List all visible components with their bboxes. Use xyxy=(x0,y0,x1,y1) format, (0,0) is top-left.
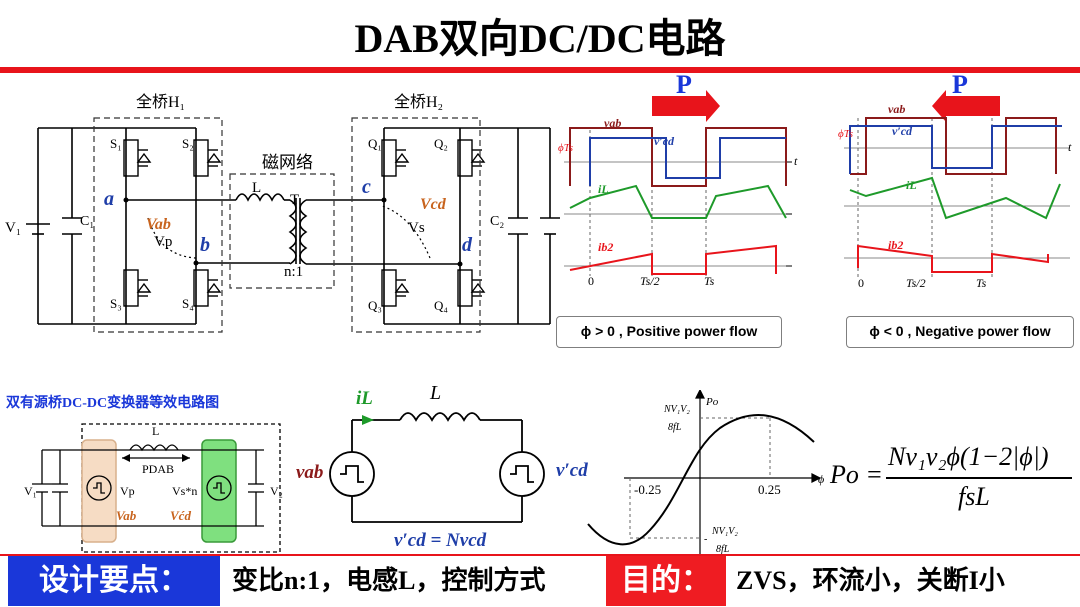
power-tick-neg: -0.25 xyxy=(634,482,662,497)
positive-flow-caption: ϕ > 0 , Positive power flow xyxy=(556,316,782,348)
eq-vsn-label: Vs*n xyxy=(172,484,198,498)
node-a-label: a xyxy=(104,188,114,210)
power-tick-pos: 0.25 xyxy=(758,482,781,497)
eq-v2-label: V₂ xyxy=(270,484,283,498)
negative-tick-zero: 0 xyxy=(858,276,864,290)
negative-vab-label: vab xyxy=(888,102,906,116)
design-points-text: 变比n:1，电感L，控制方式 xyxy=(232,566,546,595)
equivalent-circuit-diagram xyxy=(32,423,281,553)
negative-power-label: P xyxy=(952,70,968,99)
v1-label: V₁ xyxy=(5,220,22,236)
s1-label: S₁ xyxy=(110,136,122,151)
negative-t-axis-label: t xyxy=(1068,140,1072,154)
q4-label: Q₄ xyxy=(434,298,448,313)
positive-t-axis-label: t xyxy=(794,154,798,168)
s4-label: S₄ xyxy=(182,296,194,311)
power-max-numerator: NV₁V₂ xyxy=(664,404,690,415)
negative-vcd-label: v′cd xyxy=(892,124,913,138)
positive-power-label: P xyxy=(676,70,692,99)
power-axis-label: Po xyxy=(706,396,719,408)
magnetic-network-label: 磁网络 xyxy=(262,153,313,172)
node-c-label: c xyxy=(362,176,371,198)
vs-label: Vs xyxy=(408,220,425,236)
phi-axis-label: ϕ xyxy=(818,472,825,486)
vp-label: Vp xyxy=(154,234,173,250)
c1-label: C₁ xyxy=(80,214,95,229)
c2-label: C₂ xyxy=(490,214,505,229)
equation-numerator: Nv₁v₂ϕ(1−2|ϕ|) xyxy=(888,442,1049,471)
s2-label: S₂ xyxy=(182,136,194,151)
positive-phits-label: ϕTs xyxy=(558,142,574,154)
simplified-relation: v′cd = Nvcd xyxy=(394,530,487,551)
simplified-vab-label: vab xyxy=(296,462,324,483)
equation-denominator: fsL xyxy=(958,482,990,511)
equation-lhs: Po = xyxy=(830,460,883,489)
power-min-denominator: 8fL xyxy=(716,544,730,555)
footer-divider xyxy=(0,554,1080,556)
negative-phits-label: ϕTs xyxy=(838,128,854,140)
power-min-numerator: NV₁V₂ xyxy=(712,526,738,537)
q3-label: Q₃ xyxy=(368,298,382,313)
page-title: DAB双向DC/DC电路 xyxy=(354,16,726,61)
goal-text: ZVS，环流小，关断I小 xyxy=(736,566,1005,595)
dab-circuit-diagram xyxy=(26,117,560,333)
negative-flow-caption: ϕ < 0 , Negative power flow xyxy=(846,316,1074,348)
eq-inductor-label: L xyxy=(152,424,160,438)
turns-ratio-label: n:1 xyxy=(284,264,304,280)
eq-vp-label: Vp xyxy=(120,484,135,498)
q1-label: Q₁ xyxy=(368,136,382,151)
positive-il-label: iL xyxy=(598,182,609,196)
goal-badge: 目的： xyxy=(606,556,726,606)
simplified-vcd-label: v′cd xyxy=(556,460,588,481)
equation-fraction-bar xyxy=(886,477,1072,479)
transformer-label: T xyxy=(290,192,300,208)
positive-tick-half: Ts/2 xyxy=(640,274,660,288)
eq-vcd-label: Vćd xyxy=(170,508,191,523)
bridge1-label: 全桥H₁ xyxy=(136,94,186,111)
negative-tick-half: Ts/2 xyxy=(906,276,926,290)
negative-waveform-plot xyxy=(844,90,1070,278)
positive-vab-label: vab xyxy=(604,116,622,130)
node-d-label: d xyxy=(462,234,472,256)
simplified-inductor-label: L xyxy=(430,382,442,404)
negative-tick-ts: Ts xyxy=(976,276,987,290)
negative-ib2-label: ib2 xyxy=(888,238,904,252)
simplified-il-label: iL xyxy=(356,388,373,409)
vab-label: Vab xyxy=(146,216,171,233)
equivalent-circuit-caption: 双有源桥DC-DC变换器等效电路图 xyxy=(6,396,220,411)
positive-ib2-label: ib2 xyxy=(598,240,614,254)
design-points-badge: 设计要点： xyxy=(8,556,220,606)
node-b-label: b xyxy=(200,234,210,256)
s3-label: S₃ xyxy=(110,296,122,311)
power-min-sign: - xyxy=(704,534,708,545)
power-curve-plot xyxy=(587,390,822,554)
positive-waveform-plot xyxy=(564,90,792,276)
title-underline xyxy=(0,67,1080,73)
eq-pdab-label: PDAB xyxy=(142,462,175,476)
power-max-denominator: 8fL xyxy=(668,422,682,433)
q2-label: Q₂ xyxy=(434,136,448,151)
positive-vcd-label: v′cd xyxy=(654,134,675,148)
negative-il-label: iL xyxy=(906,178,917,192)
eq-vab-label: Vab xyxy=(116,508,137,523)
inductor-label: L xyxy=(252,180,262,196)
vcd-label: Vcd xyxy=(420,196,446,213)
positive-tick-ts: Ts xyxy=(704,274,715,288)
bridge2-label: 全桥H₂ xyxy=(394,94,444,111)
simplified-circuit-diagram xyxy=(329,412,545,523)
positive-tick-zero: 0 xyxy=(588,274,594,288)
eq-v1-label: V₁ xyxy=(24,484,37,498)
